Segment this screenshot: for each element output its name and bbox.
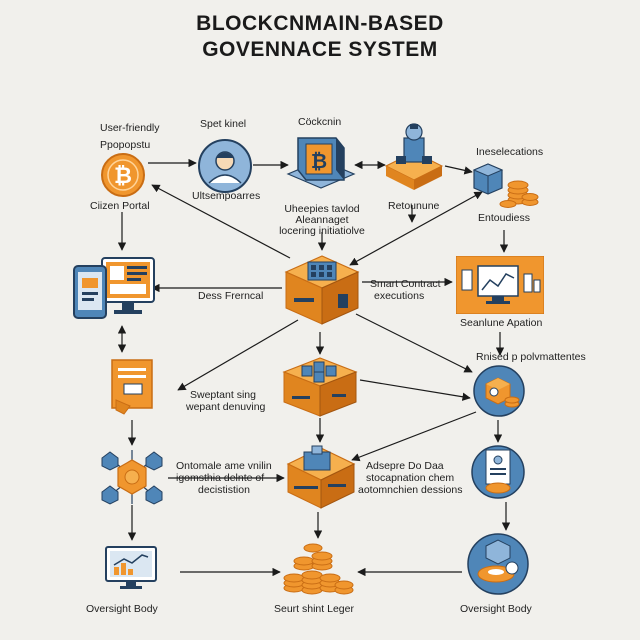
label-oversight-left: Oversight Body <box>86 603 158 615</box>
arrow-center-to-doc <box>177 319 299 391</box>
arrow-citizen-to-center <box>151 184 291 259</box>
svg-text:₿: ₿ <box>311 149 327 173</box>
central-cube-icon <box>284 255 360 325</box>
label-entoudiess: Entoudiess <box>478 212 530 224</box>
label-uheepies-3: locering initiatiolve <box>279 225 365 237</box>
title-line-2: GOVENNACE SYSTEM <box>202 38 438 61</box>
arrow-rightcircle-to-server <box>351 411 477 462</box>
label-adsepre-3: aotomnchien dessions <box>358 484 463 496</box>
label-uheepies-1: Uheepies tavlod <box>284 203 360 215</box>
arrow-cubes-to-coins <box>444 165 473 175</box>
label-ppopopstu: Ppopopstu <box>100 139 151 151</box>
label-adsepre-1: Adsepre Do Daa <box>366 460 444 472</box>
network-hex-icon <box>101 450 163 505</box>
monitor-chart-icon <box>456 256 544 314</box>
label-sweptant-1: Sweptant sing <box>190 389 256 401</box>
arrow-center-to-rightcircle <box>355 313 473 373</box>
label-ontomale-1: Ontomale ame vnilin <box>176 460 272 472</box>
label-seurt-ledger: Seurt shint Leger <box>274 603 354 615</box>
label-user-friendly: User-friendly <box>100 122 160 134</box>
cube-coins-icon <box>282 357 358 417</box>
arrow-cube-to-rightcircle <box>359 379 471 401</box>
document-circle-icon <box>471 445 525 499</box>
crypto-coins-icon <box>472 163 539 208</box>
user-avatar-icon <box>198 139 252 193</box>
label-seanlune-apation: Seanlune Apation <box>460 317 543 329</box>
label-ultsempoarres: Ultsempoarres <box>192 190 261 202</box>
tablet-monitor-icon <box>73 257 155 319</box>
coin-pile-icon <box>283 543 354 595</box>
label-citizen-portal: Ciizen Portal <box>90 200 150 212</box>
label-adsepre-2: stocapnation chem <box>366 472 455 484</box>
label-ontomale-3: decististion <box>198 484 250 496</box>
label-spet-kinel: Spet kinel <box>200 118 247 130</box>
label-ontomale-2: igomsthia delnte of <box>176 472 265 484</box>
title-line-1: BLOCKCNMAIN-BASED <box>196 12 444 35</box>
label-oversight-right: Oversight Body <box>460 603 532 615</box>
server-cube-icon <box>286 445 356 509</box>
bitcoin-coin-icon: ₿ <box>101 153 145 197</box>
label-ineselecations: Ineselecations <box>476 146 544 158</box>
label-rnised: Rnised p polvmattentes <box>476 351 586 363</box>
cube-circle-icon <box>473 365 525 417</box>
monitor-graph-icon <box>105 546 157 589</box>
bitcoin-block-icon: ₿ <box>286 137 356 189</box>
disk-circle-icon <box>467 533 529 595</box>
label-cockcnin: Cöckcnin <box>298 116 342 128</box>
label-dess-frerncal: Dess Frerncal <box>198 290 264 302</box>
label-sweptant-2: wepant denuving <box>186 401 266 413</box>
arrow-coins-to-center <box>349 191 483 266</box>
label-retounune: Retounune <box>388 200 440 212</box>
label-smart-contract-1: Smart Contract <box>370 278 441 290</box>
cube-stack-icon <box>384 123 444 190</box>
svg-text:₿: ₿ <box>114 164 132 189</box>
document-icon <box>111 359 153 415</box>
label-uheepies-2: Aleannaget <box>295 214 349 226</box>
label-smart-contract-2: executions <box>374 290 425 302</box>
